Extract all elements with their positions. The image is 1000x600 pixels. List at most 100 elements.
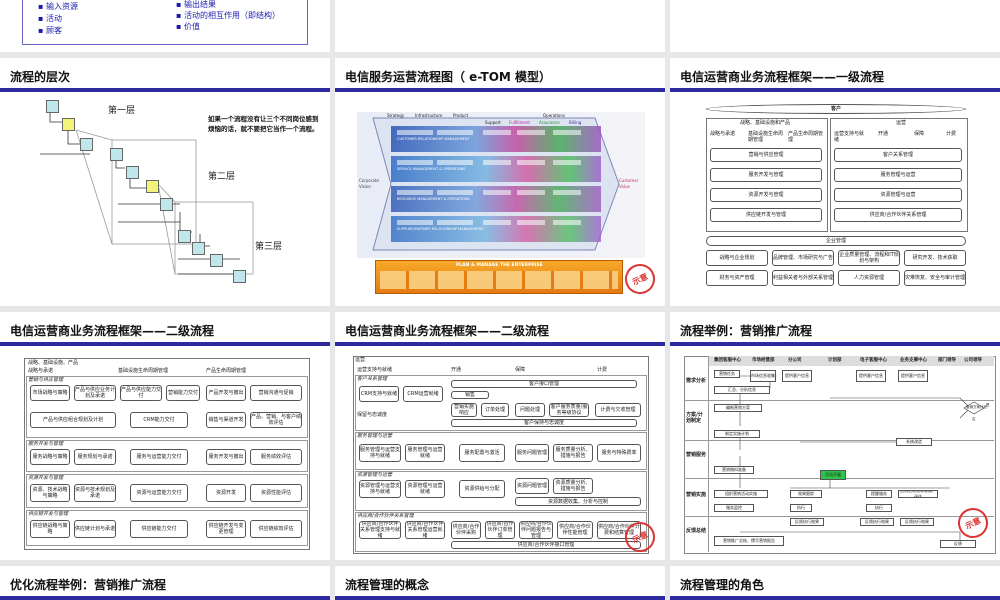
l2a-item[interactable]: 营销能力交付 (166, 385, 200, 401)
slide-top-left[interactable]: ▪ 输入资源 ▪ 活动 ▪ 顾客 ▪ 输出结果 ▪ 活动的相互作用（即结构） ▪… (0, 0, 330, 52)
l1-supply-chain-dev[interactable]: 供应链开发与管理 (710, 208, 822, 222)
l2b-item[interactable]: 资源数据收集、分析与控制 (515, 497, 641, 506)
l1-ent-finance[interactable]: 财务与资产管理 (706, 270, 768, 286)
l2a-item[interactable]: 产品与供应业务计划及承诺 (74, 385, 116, 401)
l2a-item[interactable]: 供应链绩效评估 (250, 520, 302, 538)
l2a-item[interactable]: 产品与供应能力交付 (120, 385, 162, 401)
l2a-item[interactable]: 供应链开发与变更管理 (206, 520, 246, 538)
l2a-item[interactable]: 产品与供应组合规划及计划 (30, 412, 116, 428)
flow-node[interactable]: 组织营销活动实施 (714, 490, 768, 498)
l2b-item[interactable]: 服务与特殊费率 (597, 444, 641, 462)
flow-node[interactable]: 汇总、分析信息 (714, 386, 770, 394)
l1-crm[interactable]: 客户关系管理 (834, 148, 962, 162)
slide-optimized-flow[interactable]: 优化流程举例：营销推广流程 (0, 566, 330, 600)
l2b-item[interactable]: 供应商/合作伙伴计费和结算管理 (597, 521, 641, 539)
slide-top-right[interactable] (670, 0, 1000, 52)
l2b-item[interactable]: 计费与欠收管理 (595, 403, 641, 417)
slide-process-concept[interactable]: 流程管理的概念 (335, 566, 665, 600)
l2b-item[interactable]: 服务质量分析、措施与报告 (553, 444, 593, 462)
l2b-item[interactable]: 资源供给与分配 (459, 480, 505, 498)
l1-ent-brand[interactable]: 品牌管理、市场研究与广告 (772, 250, 834, 266)
flow-node[interactable]: 系统改造 (896, 438, 932, 446)
l1-ent-security[interactable]: 灾难恢复、安全与审计管理 (904, 270, 966, 286)
slide-process-hierarchy[interactable]: 流程的层次 第一层 第二层 第三层 如果一个流程没有让三个不同岗位感到烦恼的话，… (0, 58, 330, 306)
l2b-item[interactable]: 服务问题管理 (515, 444, 549, 462)
l1-resource-dev[interactable]: 资源开发与管理 (710, 188, 822, 202)
slide-etom[interactable]: 电信服务运营流程图（ e-TOM 模型） Strategy Infrastruc… (335, 58, 665, 306)
flow-node[interactable]: 编制营销方案 (714, 404, 762, 412)
flow-node[interactable]: 营销任务 (714, 370, 740, 378)
l2a-item[interactable]: 服务绩效评估 (250, 449, 302, 465)
l2b-item[interactable]: CRM支持与就绪 (359, 386, 399, 402)
l1-service-ops[interactable]: 服务管理与运营 (834, 168, 962, 182)
l2b-item[interactable]: 服务管理与运营就绪 (405, 444, 445, 462)
slide-process-roles[interactable]: 流程管理的角色 (670, 566, 1000, 600)
l2b-item[interactable]: 供应商/合作伙伴性能管理 (557, 521, 593, 539)
l2a-item[interactable]: CRM能力交付 (130, 412, 188, 428)
l2b-item[interactable]: 资源质量分析、措施与报告 (553, 478, 593, 494)
l2a-item[interactable]: 资源开发 (206, 484, 246, 502)
l2a-item[interactable]: 服务开发与撤出 (206, 449, 246, 465)
l1-ent-rnd[interactable]: 研究开发、技术获取 (904, 250, 966, 266)
flow-node[interactable]: 市场信息收集 (750, 370, 776, 382)
flow-node[interactable]: 服务监控 (714, 504, 754, 512)
l1-ent-quality[interactable]: 企业质量管理、流程和IT规划与架构 (838, 250, 900, 266)
flow-node[interactable]: 反馈执行效果 (790, 518, 824, 526)
l2b-item[interactable]: 供应商/合作伙伴问题报告与管理 (519, 521, 553, 539)
l2b-item[interactable]: 资源管理与运营就绪 (405, 480, 445, 498)
flow-node[interactable]: 制定实施计划 (714, 430, 760, 438)
l2b-item[interactable]: 供应商/合作伙伴关系管理支持与就绪 (359, 521, 401, 539)
l2b-item[interactable]: 订单处理 (481, 403, 509, 417)
l2a-item[interactable]: 资源与技术规划及承诺 (74, 484, 116, 502)
l2a-item[interactable]: 销售与渠道开发 (206, 412, 246, 428)
l2b-item[interactable]: 问题处理 (515, 403, 545, 417)
slide-top-middle[interactable] (335, 0, 665, 52)
flow-node[interactable]: 效果跟踪 (790, 490, 822, 498)
l2a-item[interactable]: 产品、营销、与客户绩效评估 (250, 412, 302, 428)
l2b-item[interactable]: 供应商/合作伙伴采购 (451, 521, 481, 539)
l1-supplier-rel[interactable]: 供应商/合作伙伴关系管理 (834, 208, 962, 222)
l2b-item[interactable]: 供应商/合作伙伴接口管理 (451, 541, 641, 549)
l1-ent-hr[interactable]: 人力资源管理 (838, 270, 900, 286)
flow-node[interactable]: 反馈执行效果 (860, 518, 894, 526)
l2a-item[interactable]: 供应链计划与承诺 (74, 520, 116, 538)
l2b-item[interactable]: 资源问题管理 (515, 478, 549, 494)
l1-ent-strategy[interactable]: 战略与企业规划 (706, 250, 768, 266)
l2a-item[interactable]: 市场战略与策略 (30, 385, 70, 401)
l1-marketing-supply[interactable]: 营销与供应管理 (710, 148, 822, 162)
l2b-item[interactable]: 服务配置与激活 (459, 444, 505, 462)
flow-node[interactable]: 反馈执行效果 (900, 518, 934, 526)
l2a-item[interactable]: 资源、技术战略与策略 (30, 484, 70, 502)
l2b-item[interactable]: CRM运营就绪 (403, 386, 443, 402)
l2a-item[interactable]: 营销沟通与促销 (250, 385, 302, 401)
l2b-item[interactable]: 客户保持与忠诚度 (451, 419, 637, 427)
l2a-item[interactable]: 服务规划与承诺 (74, 449, 116, 465)
l2b-item[interactable]: 供应商/合作伙伴订单管理 (485, 521, 515, 539)
slide-marketing-flow[interactable]: 流程举例：营销推广流程 集团客服中心 市场经营部 分公司 计划部 电子客服中心 … (670, 312, 1000, 560)
l2a-item[interactable]: 资源与运营能力交付 (130, 484, 188, 502)
flow-node[interactable]: 营销活动效果收集、评估 (898, 490, 938, 498)
l2b-item[interactable]: 营销实施响应 (451, 403, 477, 417)
flow-node[interactable]: 营销物料准备 (714, 466, 754, 474)
flow-node[interactable]: 执行 (866, 504, 892, 512)
l2b-item[interactable]: 客户接口管理 (451, 380, 637, 388)
l2b-item[interactable]: 服务管理与运营支持与就绪 (359, 444, 401, 462)
flow-node[interactable]: 提供客户信息 (856, 370, 886, 382)
l2a-item[interactable]: 服务与运营能力交付 (130, 449, 188, 465)
l2a-item[interactable]: 产品开发与撤出 (206, 385, 246, 401)
l2b-item[interactable]: 客户服务质量/服务等级协议 (549, 403, 589, 417)
l2b-item[interactable]: 销售 (451, 391, 489, 399)
slide-level1-framework[interactable]: 电信运营商业务流程框架——一级流程 客户 战略、基础设施和产品 战略与承诺 基础… (670, 58, 1000, 306)
l1-resource-ops[interactable]: 资源管理与运营 (834, 188, 962, 202)
l2a-item[interactable]: 资源性能评估 (250, 484, 302, 502)
l1-ent-stakeholder[interactable]: 利益相关者与外部关系管理 (772, 270, 834, 286)
slide-level2-strategy[interactable]: 电信运营商业务流程框架——二级流程 战略、基础设施、产品 战略与承诺 基础设施生… (0, 312, 330, 560)
l2b-item[interactable]: 资源管理与运营支持与就绪 (359, 480, 401, 498)
flow-node[interactable]: 营销推广总结、撰写营销报告 (714, 536, 784, 546)
l2a-item[interactable]: 供应链战略与策略 (30, 520, 70, 538)
l1-service-dev[interactable]: 服务开发与管理 (710, 168, 822, 182)
flow-node[interactable]: 提醒服务 (866, 490, 892, 498)
flow-node[interactable]: 执行 (790, 504, 812, 512)
flow-node[interactable]: 提供客户信息 (782, 370, 812, 382)
l2a-item[interactable]: 服务战略与策略 (30, 449, 70, 465)
